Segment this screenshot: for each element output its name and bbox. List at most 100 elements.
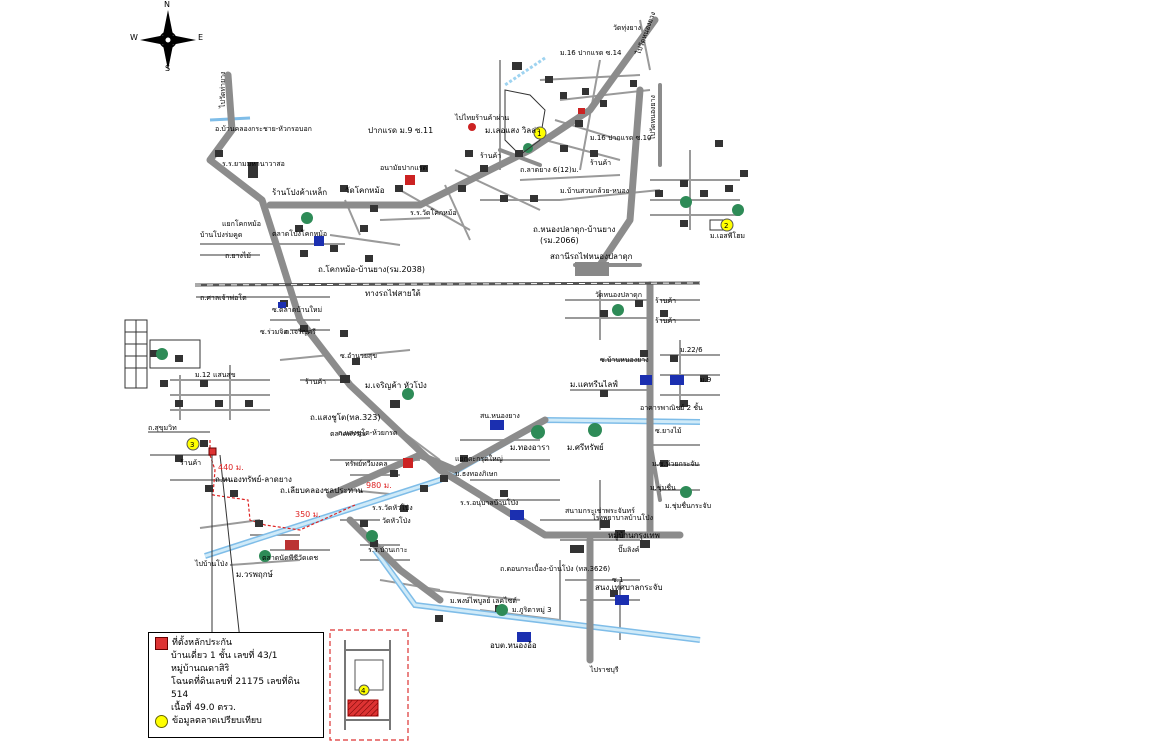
place-label: ถ.ยางไม้ (225, 251, 251, 260)
subject-marker (208, 447, 217, 456)
legend-subject-title: ที่ตั้งหลักประกัน (172, 638, 233, 648)
place-label: ถ.ศาลเจ้าพ่อโต (200, 293, 247, 302)
place-label: ซ.1 (612, 576, 623, 584)
blue-buildings (278, 236, 684, 642)
inset-marker-label: 4 (361, 687, 366, 695)
place-label: ร.ร.บ้านเกาะ (368, 546, 408, 554)
place-label: ไปไทยร้านค้าผ่าน (454, 113, 509, 122)
place-label: ร้านค้า (305, 378, 326, 386)
place-label: ไปวัดหนองยาง (648, 95, 657, 141)
comparable-marker-2 (720, 218, 734, 232)
place-label: ร.ร.อนุบาลบ้านโป่ง (460, 498, 518, 507)
place-label: ไปบ้านโป่ง (194, 559, 228, 568)
distance-label-1: 440 ม. (218, 463, 244, 472)
red-markers (403, 108, 585, 468)
place-label: ถ.หนองปลาดุก-บ้านยาง (533, 225, 615, 234)
legend-line-4: เนื้อที่ 49.0 ตรว. (171, 703, 236, 713)
place-label: ไปวัดท่ายาง (218, 72, 227, 109)
place-label: อนามัยปากแรด (380, 164, 427, 172)
main-roads (206, 16, 684, 664)
place-label: (รม.2066) (540, 236, 579, 245)
place-label: วัดทุ่งยาง (613, 24, 641, 32)
marker-3-label: 3 (190, 441, 194, 449)
place-label: วัดหัวโป่ง (382, 516, 411, 525)
place-label: ม.16 ปากแรด ซ.14 (560, 49, 622, 57)
place-label: ม.บ้านสวนกล้วย-หนอง (560, 187, 629, 195)
place-label: ม.พงษ์ไพบูลย์ เลคไซด์ (450, 596, 517, 605)
place-label: แยกตะกรุดใหญ่ (455, 454, 503, 463)
distance-label-2: 980 ม. (366, 481, 392, 490)
compass-south: S (165, 64, 171, 73)
place-label: ปากแรด ม.9 ซ.11 (368, 126, 433, 135)
place-label: ร.ร.วัดโคกหม้อ (410, 208, 457, 217)
comparable-marker-1 (533, 126, 547, 140)
marker-1-label: 1 (537, 130, 541, 138)
compass-east: E (198, 33, 204, 42)
place-label: ม.ชุ่มชื่นกระจับ (665, 501, 711, 510)
place-label: ม.เจริญค้า หัวโป่ง (365, 380, 427, 390)
place-label: ซ.บ้านหนองยาง (600, 356, 649, 364)
place-label: ร้านค้า (655, 297, 676, 305)
compass-north: N (164, 0, 170, 9)
place-label: ร้านโปงค้าเหล็ก (272, 187, 327, 197)
place-label: สถานีรถไฟหนองปลาดุก (550, 252, 633, 261)
place-label: แยกโคกหม้อ (222, 219, 261, 228)
place-label: โรงพยาบาลบ้านโป่ง (592, 513, 653, 522)
legend-line-1: บ้านเดี่ยว 1 ชั้น เลขที่ 43/1 (171, 651, 278, 661)
subject-swatch (155, 637, 168, 650)
left-block (124, 319, 201, 389)
place-label: ตลาดนัดพีซีวัดเดช (262, 554, 318, 562)
place-label: ซ.ตลาดบ้านใหม่ (272, 305, 322, 314)
place-label: วัดโคกหม้อ (345, 185, 385, 195)
comparable-marker-3 (186, 437, 200, 451)
place-label: ปั๊มลิงค์ (618, 544, 640, 554)
place-label: ม.แคทรีนไลฟ์ (570, 379, 618, 389)
place-label: ตลาดพรรณ (330, 430, 366, 438)
place-label: ไปราชบุรี (589, 665, 619, 674)
place-label: ม.ธงทองภิเษก (455, 470, 498, 478)
place-label: ม.ซ.ห้วยกระจับ (652, 460, 699, 468)
place-label: ร้านค้า (655, 317, 676, 325)
legend-line-3: โฉนดที่ดินเลขที่ 21175 เลขที่ดิน 514 (171, 677, 300, 700)
marker-2-label: 2 (724, 222, 728, 230)
place-label: ม.12 แสนสุข (195, 371, 236, 379)
place-label: ถ.หนองทรัพย์-ลาดยาง (215, 474, 292, 484)
place-label: ม.22/6 (680, 346, 703, 354)
place-label: ถ.เจริญศรี (285, 328, 316, 336)
place-label: ม.9 (700, 376, 711, 384)
place-labels: วัดทุ่งยาง ม.16 ปากแรด ซ.14 ไปวัดหนองยาง… (148, 10, 745, 674)
place-label: ร้านค้า (590, 159, 611, 167)
place-label: ม.ชุ่มชื่น (650, 483, 676, 492)
place-label: ร้านค้า (180, 459, 201, 467)
place-label: ม.ภูริตาหมู่ 3 (512, 606, 552, 614)
compass-west: W (130, 33, 138, 42)
legend-subject-row: ที่ตั้งหลักประกัน (155, 637, 317, 650)
place-label: สนง.เทศบาลกระจับ (595, 583, 663, 592)
place-label: วัดหนองปลาดุก (595, 291, 642, 299)
comparable-markers (186, 126, 734, 451)
place-label: สนามกระเช่าพระจันทร์ (565, 507, 635, 515)
place-label: ซ.ร่วมจิต (260, 328, 288, 336)
place-label: สน.หนองยาง (480, 412, 520, 420)
map-legend: ที่ตั้งหลักประกัน บ้านเดี่ยว 1 ชั้น เลขท… (148, 632, 324, 738)
place-label: ร.ร.ยามมหานาวาสอ (222, 160, 285, 168)
compass-rose: N S W E (128, 0, 208, 74)
compass-icon (140, 10, 196, 70)
place-label: ถ.สุขุมวิท (148, 424, 177, 432)
place-label: อ.บ้านคลองกระชาย-หัวกรอบอก (215, 125, 312, 133)
place-label: ม.16 ปากแรด ซ.10 (590, 134, 652, 142)
tree-icons (156, 143, 744, 616)
railway (194, 281, 701, 287)
place-label: อบต.หนองอ้อ (490, 641, 537, 650)
place-label: ถ.เลียบคลองชลประทาน (280, 486, 364, 495)
place-label: ร.ร.วัดหัวโป่ง (372, 503, 413, 512)
place-label: ซ.ยางไม้ (655, 426, 682, 435)
place-label: อาคารพาณิชย์ 2 ชั้น (640, 401, 703, 412)
place-label: ทางรถไฟสายใต้ (365, 289, 421, 298)
place-label: ตลาดโป่งโคกหม้อ (272, 229, 327, 238)
place-label: ม.ศรีทรัพย์ (567, 442, 604, 452)
inset-plot-map (329, 629, 409, 741)
building-icons (150, 62, 748, 622)
legend-market-row: ข้อมูลตลาดเปรียบเทียบ (155, 715, 317, 728)
